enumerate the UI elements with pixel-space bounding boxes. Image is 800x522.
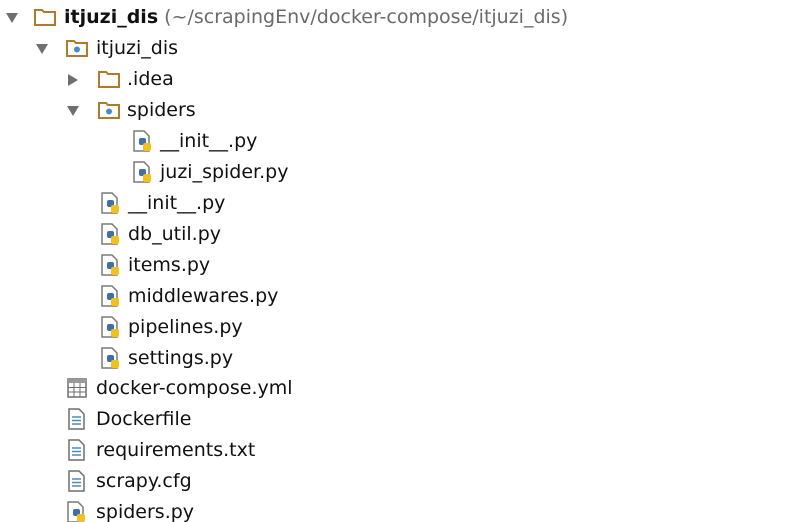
tree-item-label: __init__.py — [128, 192, 226, 214]
tree-row-file[interactable]: docker-compose.yml — [0, 373, 800, 404]
package-folder-icon — [66, 40, 88, 57]
tree-row-file[interactable]: db_util.py — [0, 219, 800, 250]
tree-item-label: items.py — [128, 254, 211, 276]
tree-row-file[interactable]: spiders.py — [0, 497, 800, 522]
tree-item-label: settings.py — [128, 347, 234, 369]
tree-row-file[interactable]: Dockerfile — [0, 404, 800, 435]
tree-item-label: itjuzi_dis — [96, 37, 179, 59]
tree-item-label: db_util.py — [128, 223, 222, 245]
text-file-icon — [68, 439, 85, 461]
tree-row-file[interactable]: __init__.py — [0, 188, 800, 219]
tree-row-file[interactable]: items.py — [0, 250, 800, 281]
python-file-icon — [67, 501, 85, 522]
root-name: itjuzi_dis — [64, 6, 159, 28]
tree-row-package[interactable]: spiders — [0, 95, 800, 126]
tree-item-label: .idea — [127, 68, 174, 90]
expand-arrow-icon[interactable] — [36, 44, 48, 54]
tree-item-label: spiders.py — [96, 501, 195, 522]
python-file-icon — [101, 347, 119, 369]
tree-row-file[interactable]: pipelines.py — [0, 312, 800, 343]
expand-arrow-icon[interactable] — [6, 13, 18, 23]
tree-item-label: __init__.py — [160, 130, 258, 152]
tree-row-file[interactable]: scrapy.cfg — [0, 466, 800, 497]
python-file-icon — [133, 161, 151, 183]
folder-icon — [98, 71, 120, 88]
tree-item-label: requirements.txt — [96, 439, 256, 461]
tree-item-label: spiders — [127, 99, 196, 121]
tree-row-file[interactable]: juzi_spider.py — [0, 157, 800, 188]
python-file-icon — [101, 316, 119, 338]
tree-row-folder[interactable]: .idea — [0, 64, 800, 95]
python-file-icon — [101, 223, 119, 245]
python-file-icon — [101, 285, 119, 307]
yaml-file-icon — [67, 378, 87, 398]
package-folder-icon — [98, 102, 120, 119]
folder-icon — [34, 9, 56, 26]
python-file-icon — [101, 192, 119, 214]
tree-item-label: juzi_spider.py — [160, 161, 289, 183]
tree-item-label: docker-compose.yml — [96, 377, 293, 399]
tree-item-label: scrapy.cfg — [96, 470, 192, 492]
tree-row-root[interactable]: itjuzi_dis(~/scrapingEnv/docker-compose/… — [0, 2, 800, 33]
expand-arrow-icon[interactable] — [67, 106, 79, 116]
text-file-icon — [68, 470, 85, 492]
python-file-icon — [133, 130, 151, 152]
root-path: (~/scrapingEnv/docker-compose/itjuzi_dis… — [164, 6, 569, 28]
tree-item-label: pipelines.py — [128, 316, 243, 338]
tree-row-file[interactable]: settings.py — [0, 343, 800, 374]
root-label: itjuzi_dis(~/scrapingEnv/docker-compose/… — [64, 6, 568, 28]
tree-item-label: middlewares.py — [128, 285, 279, 307]
text-file-icon — [68, 408, 85, 430]
python-file-icon — [101, 254, 119, 276]
tree-row-file[interactable]: requirements.txt — [0, 435, 800, 466]
tree-row-file[interactable]: __init__.py — [0, 126, 800, 157]
tree-row-file[interactable]: middlewares.py — [0, 281, 800, 312]
tree-row-package[interactable]: itjuzi_dis — [0, 33, 800, 64]
tree-item-label: Dockerfile — [96, 408, 192, 430]
collapsed-arrow-icon[interactable] — [68, 74, 78, 86]
